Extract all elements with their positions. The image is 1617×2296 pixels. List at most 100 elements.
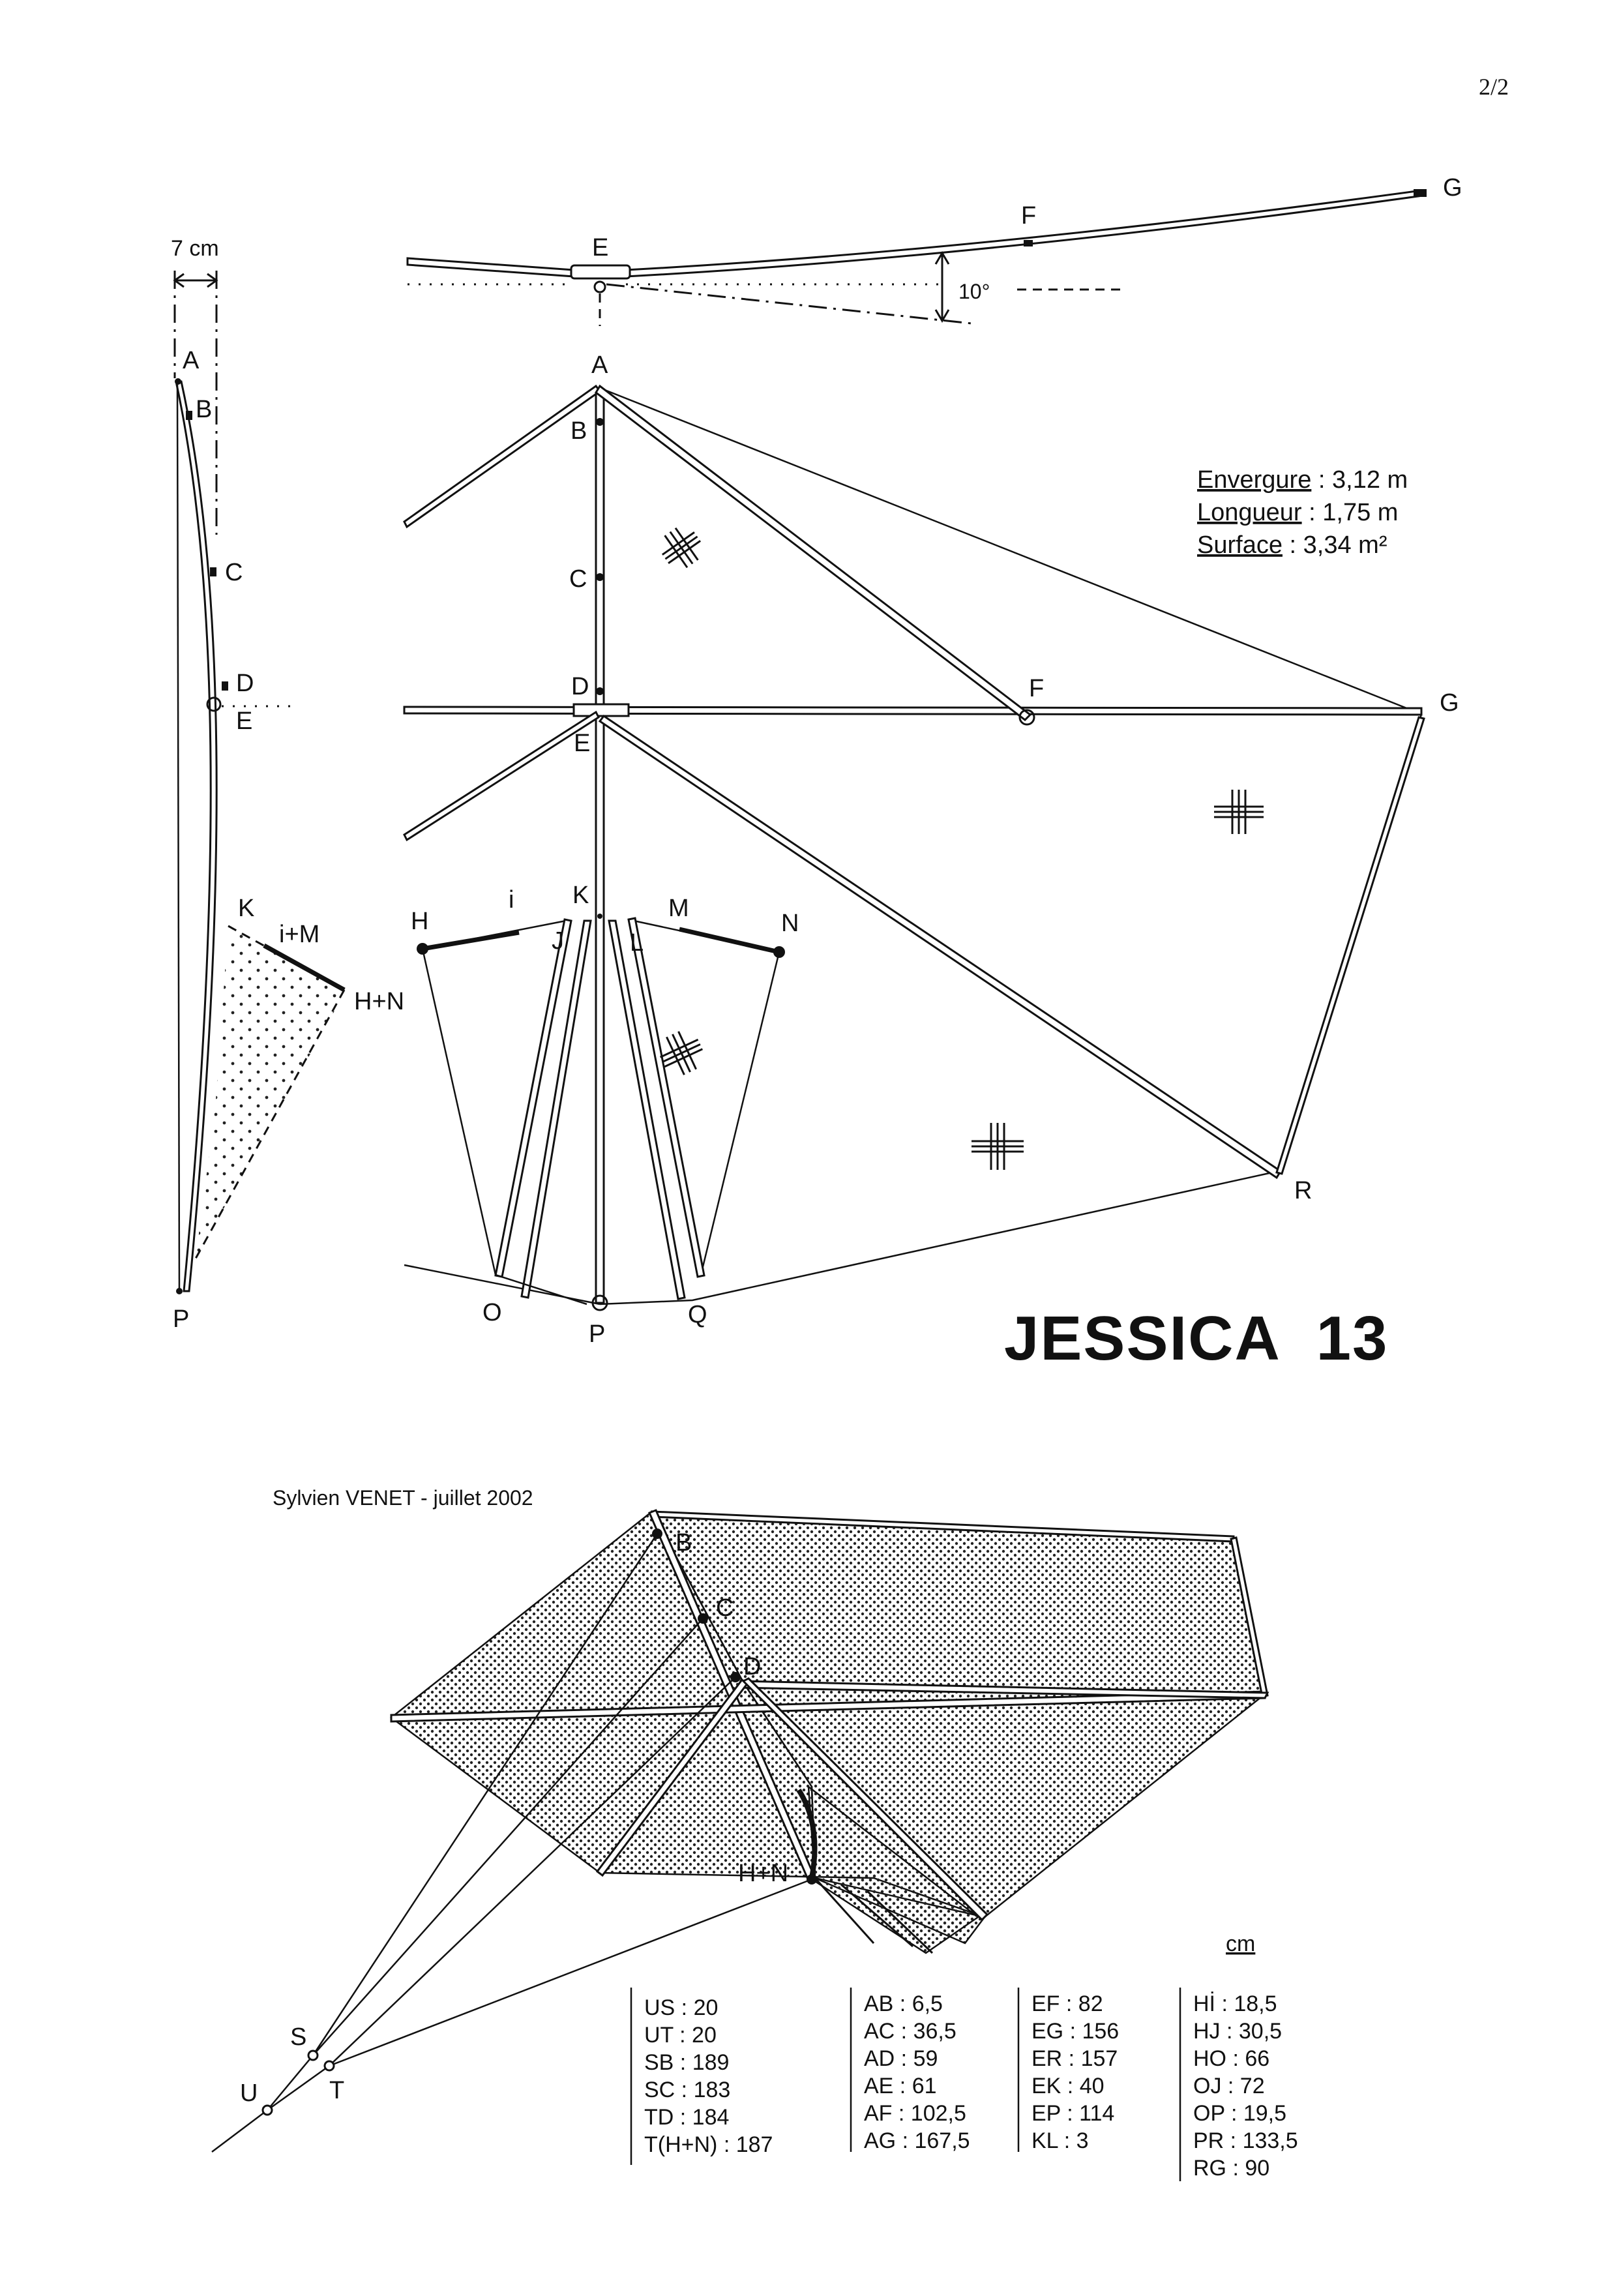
persp-spar-tip — [1230, 1536, 1269, 1698]
dim-rg: RG : 90 — [1193, 2156, 1269, 2181]
plan-label-o: O — [482, 1299, 502, 1326]
plan-fin-right-inner — [608, 919, 686, 1300]
plan-spine — [595, 389, 605, 1304]
plan-fin-left — [421, 919, 567, 1275]
dim-ho: HO : 66 — [1193, 2046, 1269, 2071]
plan-label-p: P — [589, 1320, 605, 1348]
persp-label-d: D — [743, 1653, 761, 1680]
persp-label-hn: H+N — [738, 1860, 788, 1887]
persp-line-us — [267, 2055, 314, 2111]
plan-spreader — [403, 706, 1423, 716]
side-label-e: E — [236, 708, 252, 735]
side-view: 7 cm A B C D E K i+M H+N P — [171, 236, 404, 1333]
side-d-marker — [222, 681, 228, 691]
persp-fin-strut-3 — [866, 1890, 934, 1954]
dim-ac: AC : 36,5 — [864, 2019, 957, 2044]
persp-fin-strut-2 — [840, 1883, 913, 1948]
persp-label-t: T — [329, 2077, 344, 2104]
plan-label-h: H — [411, 908, 428, 935]
persp-s-ring — [307, 2050, 319, 2061]
persp-label-u: U — [240, 2080, 258, 2107]
persp-line-ut — [267, 2065, 330, 2111]
side-leading-edge — [175, 380, 218, 1292]
side-label-a: A — [183, 347, 200, 374]
side-label-c: C — [225, 559, 243, 586]
front-angle-arrow-head-top — [934, 251, 950, 265]
drawing-title: JESSICA 13 — [1004, 1304, 1388, 1373]
plan-n-dot — [773, 946, 785, 958]
side-b-marker — [186, 411, 192, 420]
plan-label-k: K — [572, 882, 589, 909]
plan-center-fitting — [572, 703, 630, 717]
persp-label-b: B — [675, 1529, 692, 1557]
dim-kl: KL : 3 — [1031, 2128, 1089, 2153]
plan-p-ring — [591, 1294, 608, 1311]
plan-label-j: J — [552, 927, 564, 955]
spec-envergure: Envergure : 3,12 m — [1197, 466, 1408, 494]
side-cg-ring — [206, 696, 222, 712]
dim-af: AF : 102,5 — [864, 2101, 966, 2126]
front-angle-label: 10° — [958, 280, 990, 303]
side-label-p: P — [173, 1305, 189, 1333]
plan-fin-right-strut — [627, 917, 705, 1278]
plan-label-n: N — [781, 910, 799, 937]
front-label-g: G — [1443, 174, 1462, 201]
dim-ep: EP : 114 — [1031, 2101, 1114, 2126]
dim-sb: SB : 189 — [644, 2050, 729, 2075]
plan-label-c: C — [569, 565, 587, 593]
side-trailing-line — [176, 384, 181, 1292]
plan-batten-mn — [679, 927, 780, 955]
plan-label-f: F — [1029, 675, 1044, 702]
plan-fabric-symbol-3 — [659, 1031, 704, 1075]
plan-c-dot — [596, 573, 604, 581]
plan-leading-edge-lower-right — [598, 714, 1283, 1180]
plan-label-m: M — [668, 895, 689, 922]
front-f-marker — [1024, 240, 1033, 246]
dim-ae: AE : 61 — [864, 2074, 937, 2098]
dim-td: TD : 184 — [644, 2105, 729, 2130]
side-width-label: 7 cm — [171, 236, 219, 261]
plan-label-i: i — [509, 886, 514, 914]
side-c-marker — [210, 567, 216, 576]
dim-ab: AB : 6,5 — [864, 1991, 943, 2016]
plan-label-d: D — [571, 673, 589, 700]
dim-op: OP : 19,5 — [1193, 2101, 1286, 2126]
dim-er: ER : 157 — [1031, 2046, 1118, 2071]
side-sail-edge — [194, 989, 346, 1259]
front-center-fitting — [570, 264, 631, 280]
side-sail-dotted-area — [196, 926, 346, 1259]
front-angle-arrow-head-bottom — [934, 309, 950, 323]
dim-thn: T(H+N) : 187 — [644, 2132, 773, 2157]
persp-spar-lower-right — [741, 1677, 989, 1922]
front-g-end-cap — [1414, 189, 1427, 197]
dim-pr: PR : 133,5 — [1193, 2128, 1298, 2153]
persp-label-c: C — [716, 1594, 734, 1622]
dim-us: US : 20 — [644, 1995, 718, 2020]
dim-ek: EK : 40 — [1031, 2074, 1105, 2098]
plan-view: A B C D E F G K H i J L M N O P Q R — [403, 351, 1459, 1348]
plan-b-dot — [596, 418, 604, 426]
dim-ag: AG : 167,5 — [864, 2128, 970, 2153]
front-view: E F G 10° — [406, 174, 1462, 326]
side-label-d: D — [236, 670, 254, 697]
persp-hn-dot — [807, 1874, 817, 1885]
persp-t-ring — [323, 2060, 335, 2072]
side-p-dot — [176, 1288, 183, 1294]
front-label-f: F — [1021, 202, 1036, 230]
dim-ut: UT : 20 — [644, 2023, 717, 2048]
side-label-im: i+M — [279, 921, 319, 948]
plan-fabric-symbol-1 — [661, 527, 702, 569]
plan-h-dot — [417, 943, 428, 955]
plan-label-r: R — [1294, 1177, 1312, 1204]
front-angle-line — [606, 283, 972, 325]
side-label-hn: H+N — [354, 988, 404, 1015]
units-label: cm — [1226, 1931, 1255, 1956]
dimension-table: US : 20 UT : 20 SB : 189 SC : 183 TD : 1… — [630, 1988, 1298, 2181]
plan-label-l: L — [630, 929, 644, 957]
persp-b-dot — [652, 1528, 662, 1539]
dim-ef: EF : 82 — [1031, 1991, 1103, 2016]
plan-f-ring — [1018, 709, 1035, 726]
persp-label-s: S — [290, 2023, 306, 2051]
persp-bridle-d — [329, 1677, 736, 2066]
